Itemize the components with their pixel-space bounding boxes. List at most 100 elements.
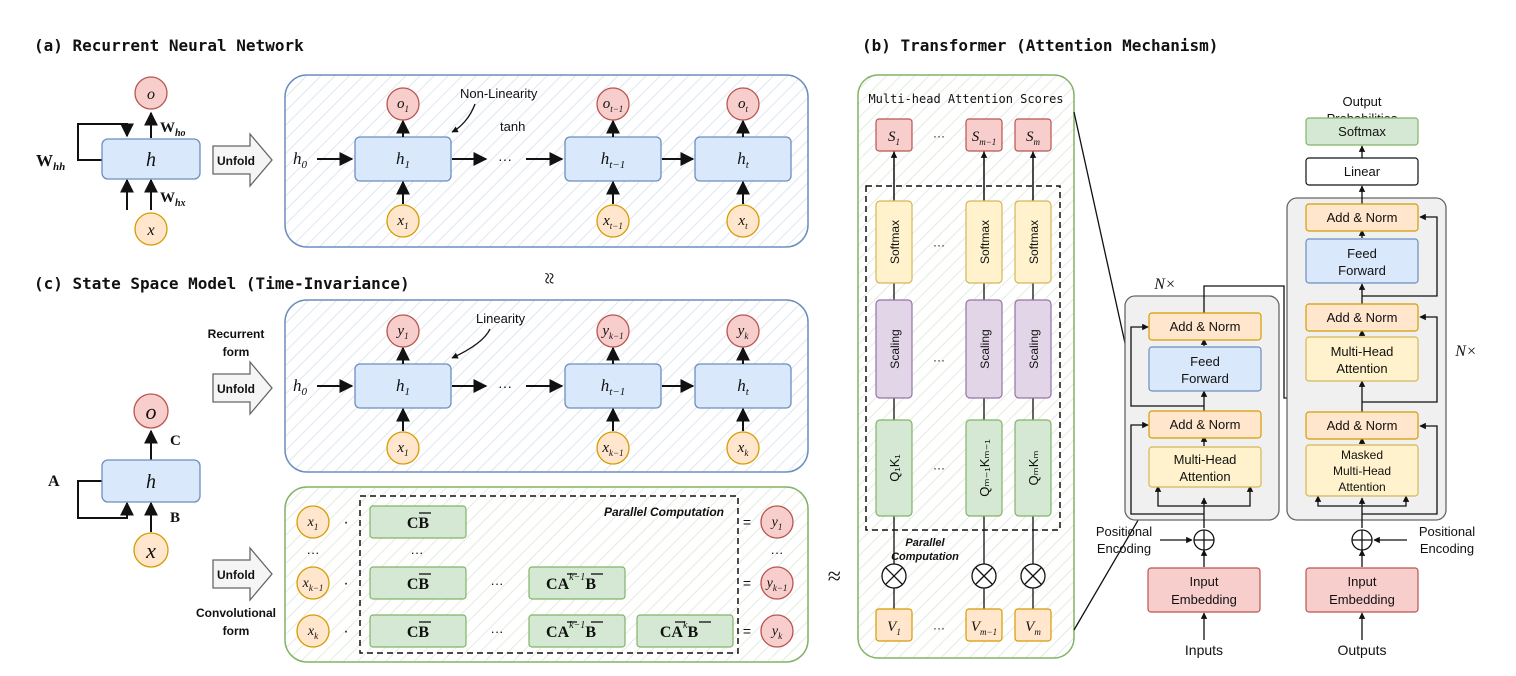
score-node-1	[965, 118, 1003, 152]
head-ellipsis-3: ···	[933, 461, 945, 475]
rnn-step-out-node-2	[726, 87, 760, 121]
conv-row-ellipsis-2: ···	[491, 624, 504, 639]
recurrent-form-label-1: Recurrent	[208, 327, 265, 341]
conv-output-label-0: y1	[770, 515, 783, 532]
ssm-o-label: o	[146, 399, 157, 424]
ssm-step-out-label-0: y1	[395, 323, 408, 341]
conv-equals-0: =	[743, 514, 751, 530]
rnn-step-in-node-0	[386, 204, 420, 238]
enc-positional-label-1: Positional	[1096, 524, 1152, 539]
dec-mha-label-1: Multi-Head	[1331, 344, 1394, 359]
kernel-cb-0-label: CB	[407, 515, 430, 532]
rnn-step-out-node-1	[596, 87, 630, 121]
enc-input-embedding-label-1: Input	[1190, 574, 1219, 589]
conv-input-label-2: xk	[307, 624, 319, 641]
conv-vdots-kernel: ···	[411, 545, 424, 560]
enc-inputs-label: Inputs	[1185, 642, 1223, 658]
enc-ff-label-1: Feed	[1190, 354, 1220, 369]
approx-symbol-horizontal: ≈	[827, 564, 840, 590]
conv-vdots-right: ···	[771, 545, 784, 560]
dec-mha-label-2: Attention	[1336, 361, 1387, 376]
parallel-computation-box	[359, 495, 739, 654]
kernel-cb-2-label: CB	[407, 624, 430, 641]
rnn-rolled: h o x Whh Who Whx	[36, 76, 201, 246]
ssm-step-out-label-2: yk	[736, 323, 750, 341]
conv-input-node-0	[296, 505, 330, 539]
ssm-step-in-label-1: xk−1	[601, 440, 623, 458]
encoder-stack: N× Add & Norm Feed Forward Add & Norm Mu…	[1096, 276, 1369, 658]
ssm-rolled: h o x A C B	[48, 393, 201, 568]
head-scaling-2	[1014, 299, 1052, 399]
ssm-step-in-label-0: x1	[396, 440, 408, 458]
output-probs-label-1: Output	[1342, 94, 1381, 109]
head-ellipsis-4: ···	[933, 621, 945, 635]
attention-parallel-box	[865, 185, 1061, 531]
rnn-step-out-label-2: ot	[738, 96, 749, 114]
attention-parallel-label-1: Parallel	[905, 537, 945, 549]
enc-input-embedding-label-2: Embedding	[1171, 592, 1237, 607]
rnn-step-out-label-0: o1	[397, 96, 409, 114]
dec-positional-label-2: Encoding	[1420, 541, 1474, 556]
ssm-step-cell-label-0: h1	[396, 376, 410, 398]
dec-add-norm-3: Add & Norm	[1327, 418, 1398, 433]
section-title-transformer: (b) Transformer (Attention Mechanism)	[862, 36, 1218, 55]
ssm-step-out-node-2	[726, 314, 760, 348]
kernel-ca-k	[636, 614, 734, 648]
value-label-0: V1	[887, 619, 901, 637]
ssm-unfold-arrow-conv: Unfold	[212, 546, 273, 602]
conv-dot-0: ·	[343, 514, 348, 531]
rnn-o-label: o	[147, 86, 155, 103]
enc-mha-label-1: Multi-Head	[1174, 452, 1237, 467]
conv-equals-2: =	[743, 623, 751, 639]
head-qk-1	[965, 419, 1003, 517]
conv-input-node-1	[296, 566, 330, 600]
ssm-step-out-node-1	[596, 314, 630, 348]
score-label-0: S1	[888, 129, 900, 147]
head-ellipsis-0: ···	[933, 129, 945, 143]
matrix-a-label: A	[48, 473, 60, 490]
conv-row-ellipsis-1: ···	[491, 576, 504, 591]
ssm-step-in-label-2: xk	[737, 440, 750, 458]
head-scaling-0	[875, 299, 913, 399]
head-scaling-0-label: Scaling	[888, 329, 902, 368]
head-ellipsis-1: ···	[933, 238, 945, 252]
rnn-unfold-arrow: Unfold	[212, 132, 273, 188]
section-title-ssm: (c) State Space Model (Time-Invariance)	[34, 274, 410, 293]
kernel-ca-k1-1-label: CAk−1B	[546, 572, 596, 593]
ssm-ellipsis: ···	[498, 378, 512, 394]
kernel-cb-2	[369, 614, 467, 648]
recurrent-form-label-2: form	[223, 345, 250, 359]
attention-scores-title: Multi-head Attention Scores	[868, 92, 1063, 106]
ssm-step-cell-label-2: ht	[737, 376, 750, 398]
ssm-h-label: h	[146, 471, 156, 493]
score-label-1: Sm−1	[972, 129, 997, 147]
head-softmax-1-label: Softmax	[978, 220, 992, 264]
value-node-2	[1014, 608, 1052, 642]
dec-softmax-label: Softmax	[1338, 124, 1386, 139]
rnn-input-node	[134, 212, 168, 246]
head-softmax-2	[1014, 200, 1052, 284]
decoder-nx-label: N×	[1454, 343, 1476, 360]
conv-output-label-1: yk−1	[765, 576, 788, 593]
rnn-step-cell-label-1: ht−1	[601, 149, 625, 171]
value-label-1: Vm−1	[971, 619, 997, 637]
head-softmax-1	[965, 200, 1003, 284]
enc-ff-label-2: Forward	[1181, 371, 1229, 386]
rnn-step-cell-label-2: ht	[737, 149, 750, 171]
value-label-2: Vm	[1025, 619, 1041, 637]
conv-form-label-2: form	[223, 624, 250, 638]
conv-form-label-1: Convolutional	[196, 606, 276, 620]
value-node-1	[965, 608, 1003, 642]
parallel-computation-label: Parallel Computation	[604, 505, 724, 519]
rnn-output-node	[134, 76, 168, 110]
rnn-step-in-label-2: xt	[737, 213, 748, 231]
dec-ff-label-2: Forward	[1338, 263, 1386, 278]
rnn-hidden-cell	[101, 138, 201, 180]
enc-add-norm-top: Add & Norm	[1170, 319, 1241, 334]
conv-output-node-2	[760, 614, 794, 648]
rnn-step-out-node-0	[386, 87, 420, 121]
head-softmax-0	[875, 200, 913, 284]
ssm-h0-label: h0	[293, 376, 308, 398]
ssm-output-node	[133, 393, 169, 429]
